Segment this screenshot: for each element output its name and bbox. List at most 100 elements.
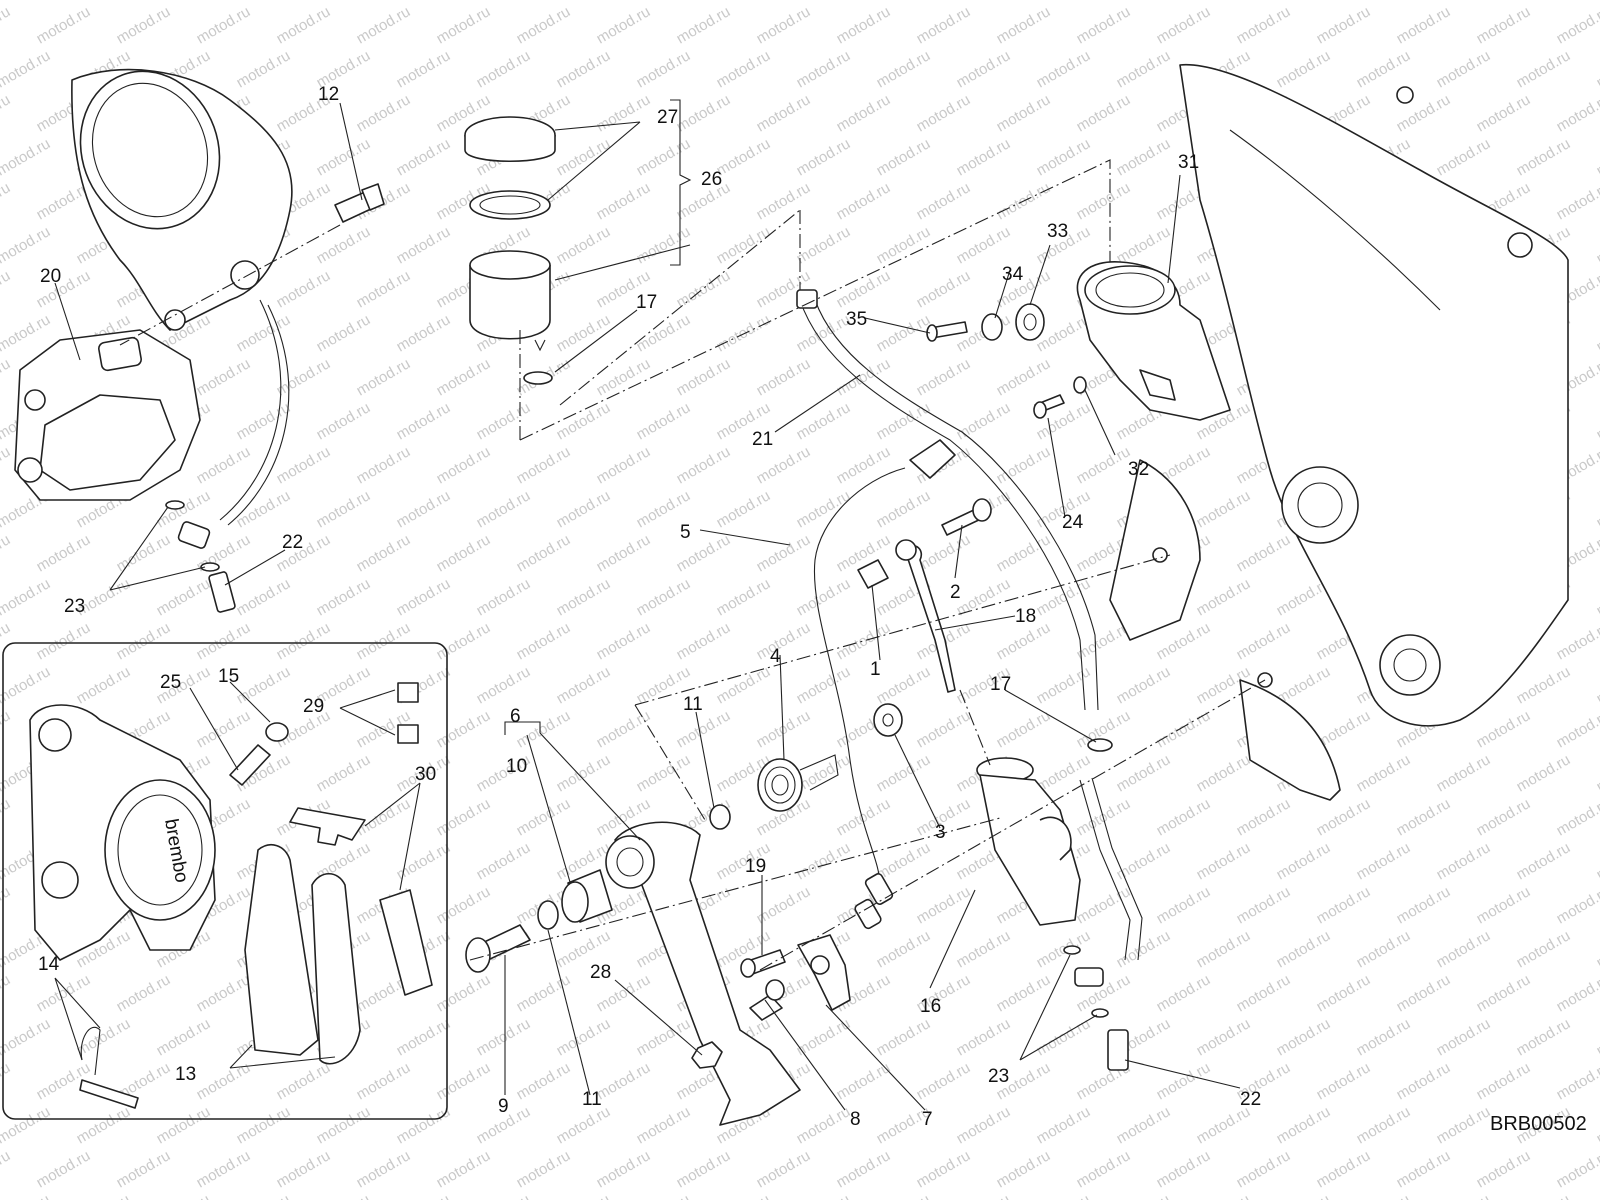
watermark-text: motod.ru [914,179,974,223]
watermark-text: motod.ru [794,1191,854,1200]
watermark-text: motod.ru [354,267,414,311]
watermark-text: motod.ru [434,795,494,839]
plugs-29 [397,682,419,744]
watermark-text: motod.ru [1314,3,1374,47]
watermark-text: motod.ru [1114,927,1174,971]
watermark-text: motod.ru [794,1015,854,1059]
watermark-text: motod.ru [1554,883,1600,927]
watermark-text: motod.ru [554,47,614,91]
watermark-text: motod.ru [714,487,774,531]
watermark-text: motod.ru [1554,795,1600,839]
watermark-text: motod.ru [0,707,13,751]
watermark-text: motod.ru [0,91,13,135]
watermark-text: motod.ru [0,531,13,575]
clamp-17-lower [1087,738,1113,752]
washer-11-lower [537,900,559,930]
watermark-text: motod.ru [1394,1147,1454,1191]
watermark-text: motod.ru [234,487,294,531]
callout-9: 9 [498,1096,509,1117]
watermark-text: motod.ru [474,399,534,443]
watermark-text: motod.ru [714,0,774,3]
watermark-text: motod.ru [0,663,53,707]
watermark-text: motod.ru [634,135,694,179]
watermark-text: motod.ru [194,3,254,47]
bleed-valve-25 [229,744,271,786]
watermark-text: motod.ru [114,531,174,575]
watermark-text: motod.ru [594,443,654,487]
watermark-text: motod.ru [874,751,934,795]
callout-29: 29 [303,696,324,717]
watermark-text: motod.ru [114,1147,174,1191]
watermark-text: motod.ru [474,47,534,91]
watermark-text: motod.ru [594,619,654,663]
watermark-text: motod.ru [474,1191,534,1200]
watermark-text: motod.ru [274,1147,334,1191]
cap-15 [265,722,289,742]
watermark-text: motod.ru [1594,399,1600,443]
washer-11-upper [709,804,731,830]
bleed-valve-22-right [1107,1029,1129,1071]
watermark-text: motod.ru [994,443,1054,487]
watermark-text: motod.ru [1194,1015,1254,1059]
watermark-text: motod.ru [394,135,454,179]
watermark-text: motod.ru [1194,927,1254,971]
watermark-text: motod.ru [594,355,654,399]
watermark-text: motod.ru [154,1191,214,1200]
watermark-text: motod.ru [274,355,334,399]
caliper-bracket [71,68,293,526]
watermark-text: motod.ru [514,531,574,575]
watermark-text: motod.ru [634,1103,694,1147]
watermark-text: motod.ru [394,223,454,267]
watermark-text: motod.ru [1154,795,1214,839]
watermark-text: motod.ru [794,575,854,619]
watermark-text: motod.ru [754,3,814,47]
watermark-text: motod.ru [874,487,934,531]
pedal-stop-8 [749,979,785,1021]
nut-28 [691,1041,723,1069]
watermark-text: motod.ru [1074,883,1134,927]
callout-26: 26 [701,169,722,190]
callout-33: 33 [1047,221,1068,242]
callout-18: 18 [1015,606,1036,627]
watermark-text: motod.ru [34,971,94,1015]
watermark-text: motod.ru [74,0,134,3]
callout-6: 6 [510,706,521,727]
watermark-text: motod.ru [1474,795,1534,839]
watermark-text: motod.ru [74,1103,134,1147]
watermark-text: motod.ru [1354,927,1414,971]
watermark-text: motod.ru [554,1015,614,1059]
watermark-text: motod.ru [114,3,174,47]
watermark-text: motod.ru [194,1147,254,1191]
watermark-text: motod.ru [314,575,374,619]
callout-5: 5 [680,522,691,543]
watermark-text: motod.ru [794,663,854,707]
watermark-text: motod.ru [874,663,934,707]
watermark-text: motod.ru [514,1059,574,1103]
callout-20: 20 [40,266,61,287]
watermark-text: motod.ru [1554,1147,1600,1191]
watermark-text: motod.ru [354,91,414,135]
watermark-text: motod.ru [1594,1191,1600,1200]
watermark-text: motod.ru [314,751,374,795]
watermark-text: motod.ru [1594,575,1600,619]
watermark-text: motod.ru [994,355,1054,399]
watermark-text: motod.ru [634,1191,694,1200]
watermark-text: motod.ru [674,3,734,47]
watermark-text: motod.ru [1594,927,1600,971]
caliper-detail-inset [2,642,448,1120]
leader-lines [54,102,1241,1111]
watermark-text: motod.ru [0,883,13,927]
reservoir-bracket-31 [1076,261,1231,421]
watermark-text: motod.ru [554,399,614,443]
callout-12: 12 [318,84,339,105]
washer-32 [1073,376,1087,394]
watermark-text: motod.ru [514,795,574,839]
watermark-text: motod.ru [754,91,814,135]
watermark-text: motod.ru [1234,883,1294,927]
watermark-text: motod.ru [1194,1191,1254,1200]
watermark-text: motod.ru [1594,487,1600,531]
watermark-text: motod.ru [194,1059,254,1103]
watermark-text: motod.ru [1474,1147,1534,1191]
watermark-text: motod.ru [994,3,1054,47]
watermark-text: motod.ru [754,531,814,575]
